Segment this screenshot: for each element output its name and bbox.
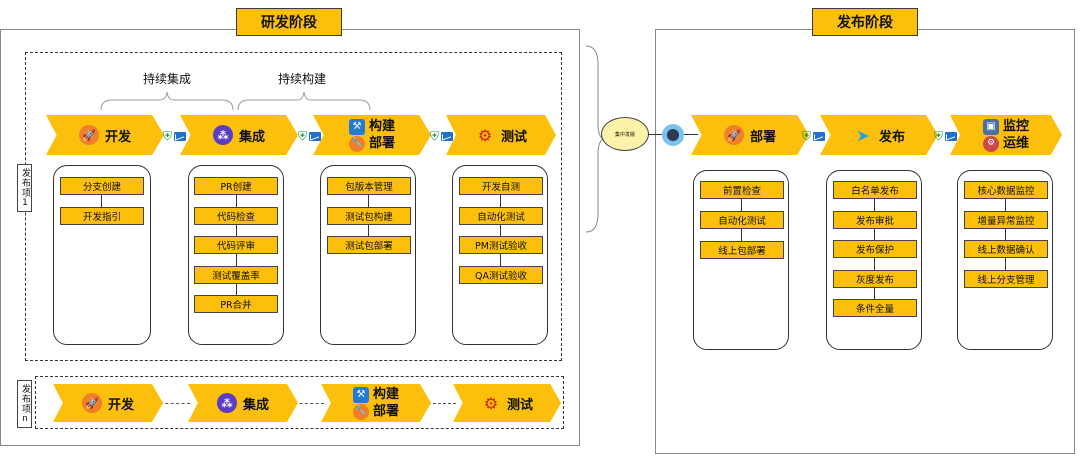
phase-integrate-label: 集成 — [238, 129, 265, 145]
step-test-deploy: 测试包部署 — [327, 236, 411, 254]
step-test-build: 测试包构建 — [327, 207, 411, 225]
step-self-test: 开发自测 — [459, 177, 543, 195]
rocket-icon: 🚀 — [78, 125, 99, 145]
check-shield-icon: ⛨ — [163, 129, 173, 143]
step-branch-manage: 线上分支管理 — [964, 270, 1048, 288]
integration-icon: ⁂ — [216, 393, 237, 413]
step-pre-check: 前置检查 — [700, 181, 784, 199]
check-shield-icon: ⛨ — [802, 129, 812, 143]
phase-monitor-label: 监控 — [1002, 119, 1029, 134]
send-icon: ➤ — [856, 125, 870, 145]
monitor-icon: ▣ — [982, 118, 999, 135]
phase-deploy-label: 部署 — [368, 136, 395, 151]
card-dev — [53, 165, 151, 345]
connector-2: ⛨ — [298, 129, 322, 143]
phase-dev: 🚀 开发 — [46, 115, 164, 155]
step-package-version: 包版本管理 — [327, 177, 411, 195]
rocket-icon: 🚀 — [81, 393, 102, 413]
step-code-review: 代码评审 — [194, 236, 278, 254]
check-shield-icon: ⛨ — [934, 129, 944, 143]
release-gate-label: 集中发版 — [614, 131, 635, 138]
integration-icon: ⁂ — [212, 125, 233, 145]
row-n-integrate-label: 集成 — [242, 397, 269, 413]
phase-build-label: 构建 — [368, 119, 395, 134]
mail-icon — [945, 131, 958, 141]
row-n-dev-label: 开发 — [107, 397, 134, 413]
phase-publish: ➤ 发布 — [820, 115, 938, 155]
rocket-icon: 🚀 — [723, 125, 744, 145]
phase-release-deploy-label: 部署 — [749, 129, 776, 145]
step-pr-merge: PR合并 — [194, 295, 278, 313]
step-gray-release: 灰度发布 — [833, 270, 917, 288]
phase-publish-label: 发布 — [878, 129, 905, 145]
step-pm-accept: PM测试验收 — [459, 236, 543, 254]
step-data-confirm: 线上数据确认 — [964, 240, 1048, 258]
step-release-auto-test: 自动化测试 — [700, 211, 784, 229]
row-n-deploy-label: 部署 — [372, 404, 399, 419]
mail-icon — [174, 131, 187, 141]
step-approval: 发布审批 — [833, 211, 917, 229]
row-n-test: ⚙ 测试 — [453, 384, 561, 422]
row-n-build-deploy: ⚒构建 🔧部署 — [321, 384, 431, 422]
step-code-check: 代码检查 — [194, 207, 278, 225]
release-stage-title: 发布阶段 — [812, 8, 918, 36]
connector-3: ⛨ — [430, 129, 454, 143]
phase-integrate: ⁂ 集成 — [180, 115, 298, 155]
step-qa-accept: QA测试验收 — [459, 266, 543, 284]
phase-dev-label: 开发 — [104, 129, 131, 145]
stage-brace — [585, 45, 604, 233]
release-gate: 集中发版 — [601, 117, 649, 151]
step-pr-create: PR创建 — [194, 177, 278, 195]
step-full-release: 条件全量 — [833, 299, 917, 317]
check-shield-icon: ⛨ — [298, 129, 308, 143]
release-item-1-label: 发布项1 — [17, 164, 32, 212]
phase-test: ⚙ 测试 — [446, 115, 556, 155]
step-auto-test: 自动化测试 — [459, 207, 543, 225]
step-online-deploy: 线上包部署 — [700, 241, 784, 259]
ops-icon: ⚙ — [982, 135, 999, 152]
row-n-test-label: 测试 — [506, 397, 533, 413]
check-shield-icon: ⛨ — [430, 129, 440, 143]
row-n-build-label: 构建 — [372, 387, 399, 402]
test-icon: ⚙ — [477, 125, 493, 145]
release-item-n-label: 发布项n — [17, 380, 32, 428]
mail-icon — [813, 131, 826, 141]
step-anomaly-monitor: 增量异常监控 — [964, 211, 1048, 229]
step-branch-create: 分支创建 — [60, 177, 144, 195]
connector-1: ⛨ — [163, 129, 187, 143]
shield-icon — [662, 124, 684, 146]
phase-release-deploy: 🚀 部署 — [691, 115, 809, 155]
mail-icon — [309, 131, 322, 141]
hammer-icon: ⚒ — [352, 386, 369, 403]
test-icon: ⚙ — [483, 393, 499, 413]
row-n-dev: 🚀 开发 — [53, 384, 163, 422]
step-test-coverage: 测试覆盖率 — [194, 266, 278, 284]
phase-test-label: 测试 — [500, 129, 527, 145]
phase-monitor-ops: ▣监控 ⚙运维 — [950, 115, 1062, 155]
phase-ops-label: 运维 — [1002, 136, 1029, 151]
wrench-icon: 🔧 — [348, 135, 365, 152]
release-item-n-area — [35, 376, 564, 429]
mail-icon — [441, 131, 454, 141]
step-whitelist: 白名单发布 — [833, 181, 917, 199]
step-core-monitor: 核心数据监控 — [964, 181, 1048, 199]
ci-label: 持续集成 — [143, 72, 192, 86]
connector-4: ⛨ — [802, 129, 826, 143]
cb-brace — [237, 91, 371, 111]
wrench-icon: 🔧 — [352, 403, 369, 420]
connector-5: ⛨ — [934, 129, 958, 143]
phase-build-deploy: ⚒构建 🔧部署 — [313, 115, 431, 155]
step-protection: 发布保护 — [833, 240, 917, 258]
rd-stage-title: 研发阶段 — [236, 8, 342, 36]
hammer-icon: ⚒ — [348, 118, 365, 135]
row-n-integrate: ⁂ 集成 — [188, 384, 298, 422]
ci-brace — [100, 91, 234, 111]
step-dev-guide: 开发指引 — [60, 207, 144, 225]
cb-label: 持续构建 — [278, 72, 327, 86]
